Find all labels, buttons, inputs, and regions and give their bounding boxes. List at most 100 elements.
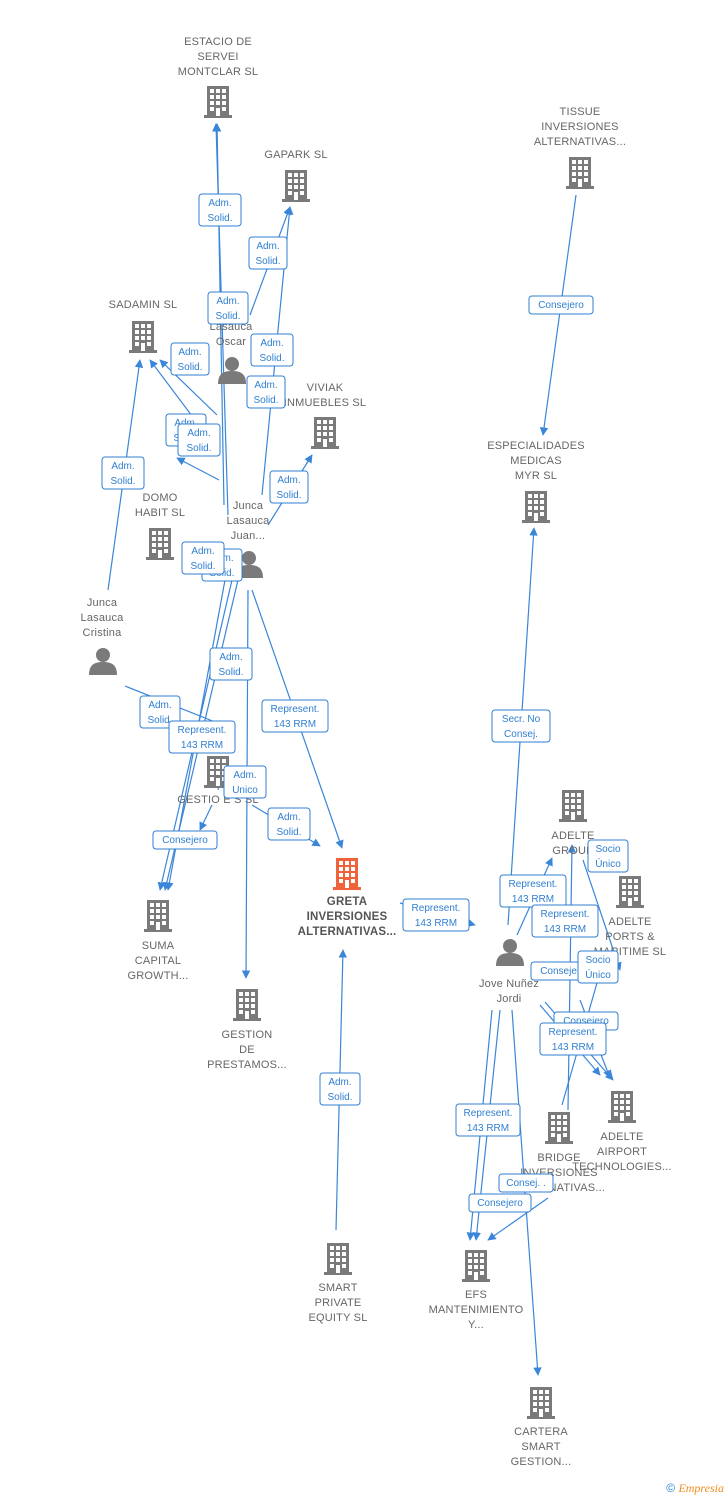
node-juan[interactable]: JuncaLasaucaJuan... [227,500,271,578]
edge-label-box[interactable] [223,765,267,799]
edge-label[interactable]: Adm.Solid. [246,375,286,409]
brand-logo[interactable]: Empresia [678,1481,724,1495]
node-label[interactable]: Cristina [83,627,123,639]
node-label[interactable]: ALTERNATIVAS... [534,136,626,148]
edge-label-box[interactable] [101,456,145,490]
edge-label[interactable]: Adm.Solid. [267,807,311,841]
node-label[interactable]: GESTION... [511,1456,572,1468]
building-icon[interactable] [146,528,174,560]
edge-label-box[interactable] [261,699,329,733]
node-gestion[interactable]: GESTION DE PRESTAMOS... [207,989,287,1071]
node-label[interactable]: ADELTE [551,830,594,842]
building-icon[interactable] [324,1243,352,1275]
edge-label-box[interactable] [177,423,221,457]
node-label[interactable]: AIRPORT [597,1146,647,1158]
building-icon[interactable] [545,1112,573,1144]
node-label[interactable]: BRIDGE [537,1152,580,1164]
edge-label[interactable]: Adm.Solid. [139,695,181,729]
node-label[interactable]: GRETA [327,896,367,908]
node-cartera[interactable]: CARTERASMARTGESTION... [511,1387,572,1468]
node-label[interactable]: INMUEBLES SL [284,397,366,409]
edge-label-box[interactable] [139,695,181,729]
node-label[interactable]: GESTION [222,1029,273,1041]
edge-label-box[interactable] [587,839,629,873]
edge-label-box[interactable] [209,647,253,681]
building-icon[interactable] [311,417,339,449]
node-label[interactable]: HABIT SL [135,507,185,519]
edge-label[interactable]: Represent.143 RRM [402,898,470,932]
person-icon[interactable] [496,939,524,966]
node-label[interactable]: TECHNOLOGIES... [572,1161,672,1173]
node-label[interactable]: GROUP [552,845,593,857]
edge-label-box[interactable] [498,1173,554,1193]
edge-label[interactable]: Consejero [468,1193,532,1213]
building-icon[interactable] [233,989,261,1021]
edge-label[interactable]: Adm.Solid. [250,333,294,367]
edge-label[interactable]: Adm.Unico [223,765,267,799]
building-icon[interactable] [333,858,361,890]
node-label[interactable]: ESTACIO DE [184,36,252,48]
node-label[interactable]: PRESTAMOS... [207,1059,287,1071]
node-label[interactable]: Junca [233,500,264,512]
edge-label[interactable]: Represent.143 RRM [261,699,329,733]
node-label[interactable]: VIVIAK [307,382,344,394]
edge-label[interactable]: Adm.Solid. [269,470,309,504]
edge-label[interactable]: Adm.Solid. [209,647,253,681]
node-label[interactable]: Jove Nuñez [479,978,539,990]
edge-label[interactable]: Adm.Solid. [248,236,288,270]
node-gapark[interactable]: GAPARK SL [264,149,327,202]
edge-label[interactable]: Represent.143 RRM [499,874,567,908]
node-label[interactable]: Oscar [216,336,246,348]
edge-label[interactable]: Consej. . [498,1173,554,1193]
building-icon[interactable] [522,491,550,523]
edge-label-box[interactable] [250,333,294,367]
node-label[interactable]: TISSUE [560,106,601,118]
edge-label-box[interactable] [491,709,551,743]
edge-label[interactable]: Adm.Solid. [198,193,242,227]
edge-label-box[interactable] [577,950,619,984]
node-viviak[interactable]: VIVIAK INMUEBLES SL [284,382,366,449]
node-label[interactable]: SUMA [142,940,175,952]
node-label[interactable]: ADELTE [608,916,651,928]
edge-label-box[interactable] [468,1193,532,1213]
node-label[interactable]: ALTERNATIVAS... [298,926,397,938]
edge-label-box[interactable] [319,1072,361,1106]
node-adelte_airport[interactable]: ADELTE AIRPORT TECHNOLOGIES... [572,1091,672,1173]
person-icon[interactable] [218,357,246,384]
edge-label-box[interactable] [539,1022,607,1056]
node-label[interactable]: DE [239,1044,255,1056]
edge-label-box[interactable] [168,720,236,754]
node-label[interactable]: MEDICAS [510,455,562,467]
building-icon[interactable] [129,321,157,353]
node-label[interactable]: SADAMIN SL [109,299,178,311]
edge-label[interactable]: Represent.143 RRM [531,904,599,938]
node-label[interactable]: SERVEI [197,51,238,63]
edge-label-box[interactable] [198,193,242,227]
edge-label-box[interactable] [170,342,210,376]
edge-label-box[interactable] [246,375,286,409]
edge-label-box[interactable] [402,898,470,932]
edge-label-box[interactable] [207,291,249,325]
edge-label-box[interactable] [269,470,309,504]
person-icon[interactable] [89,648,117,675]
edge-label-box[interactable] [528,295,594,315]
edge-label[interactable]: Represent.143 RRM [168,720,236,754]
node-label[interactable]: INVERSIONES [541,121,618,133]
node-label[interactable]: CARTERA [514,1426,568,1438]
node-label[interactable]: Juan... [231,530,265,542]
node-label[interactable]: SMART [318,1282,357,1294]
building-icon[interactable] [616,876,644,908]
node-label[interactable]: CAPITAL [135,955,181,967]
building-icon[interactable] [462,1250,490,1282]
building-icon[interactable] [608,1091,636,1123]
node-label[interactable]: ADELTE [600,1131,643,1143]
node-label[interactable]: Junca [87,597,118,609]
node-adelte_group[interactable]: ADELTE GROUP [551,790,594,857]
node-greta[interactable]: GRETA INVERSIONES ALTERNATIVAS... [298,858,397,938]
node-label[interactable]: INVERSIONES [307,911,388,923]
building-icon[interactable] [559,790,587,822]
